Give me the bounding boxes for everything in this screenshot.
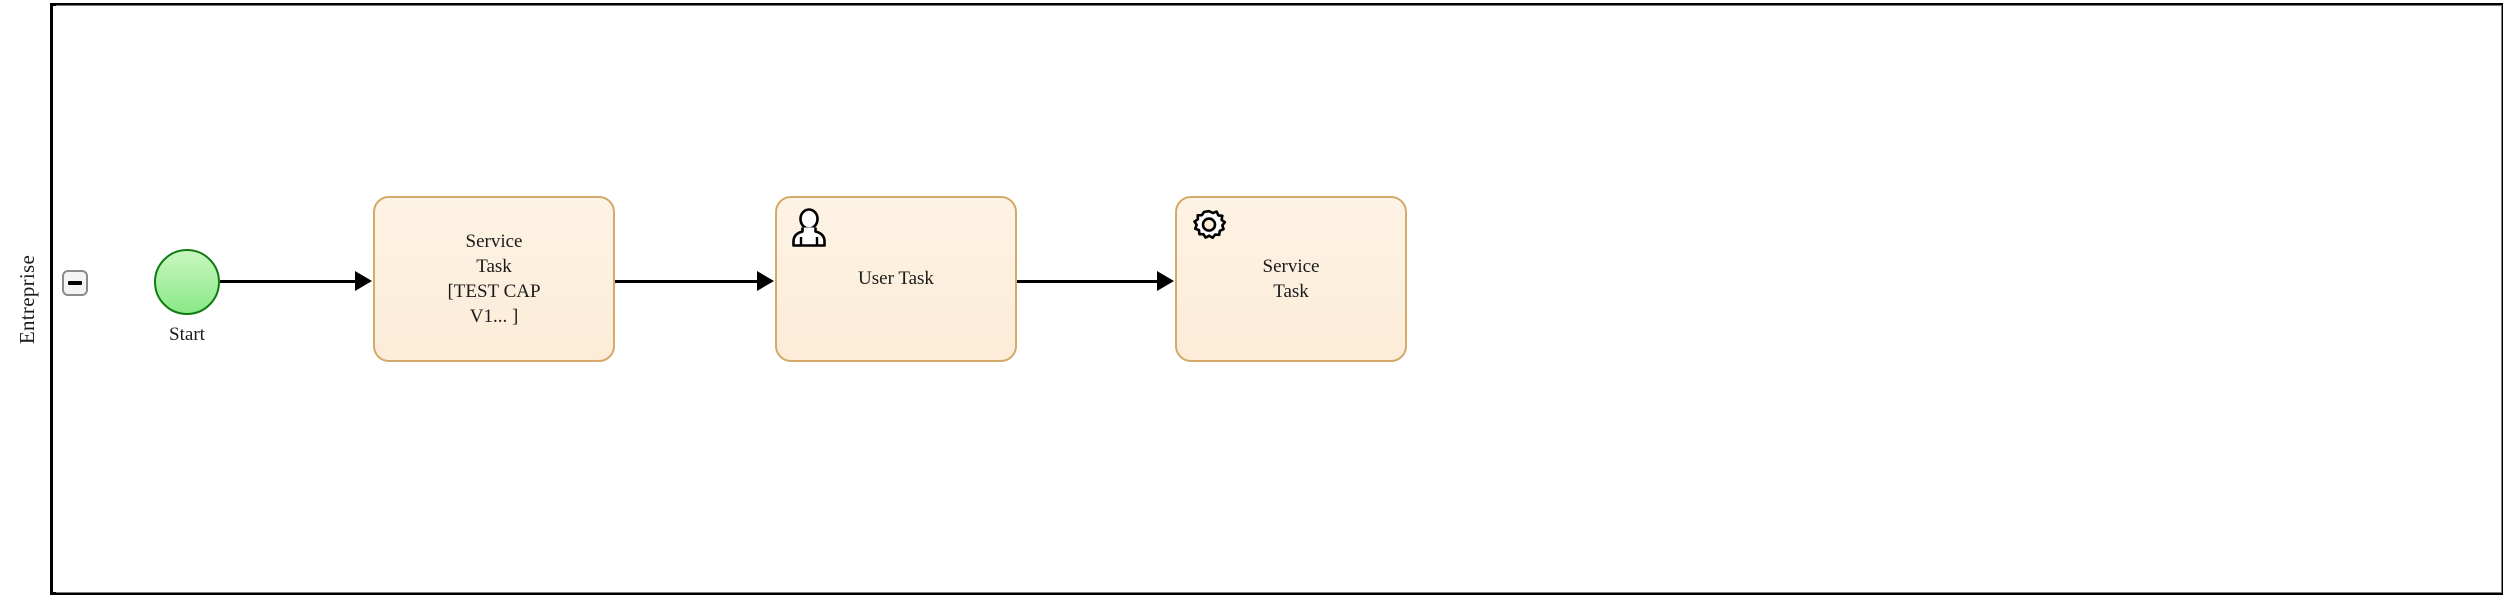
user-icon bbox=[789, 208, 829, 248]
lane-header-strip bbox=[3, 3, 53, 595]
minus-icon bbox=[68, 281, 82, 285]
task-service-task-1-label: Service Task [TEST CAP V1... ] bbox=[447, 230, 541, 328]
start-event[interactable] bbox=[154, 249, 220, 315]
arrow-head-icon bbox=[1157, 271, 1174, 291]
task-user-task[interactable]: User Task bbox=[775, 196, 1017, 362]
arrow-head-icon bbox=[355, 271, 372, 291]
task-service-task-2[interactable]: Service Task bbox=[1175, 196, 1407, 362]
lane-collapse-button[interactable] bbox=[62, 270, 88, 296]
start-event-label: Start bbox=[169, 324, 205, 345]
sequence-flow-service-1-to-user bbox=[615, 280, 757, 283]
task-user-task-label: User Task bbox=[858, 268, 934, 290]
task-service-task-1[interactable]: Service Task [TEST CAP V1... ] bbox=[373, 196, 615, 362]
lane-label-text: Entreprise bbox=[15, 254, 40, 344]
lane-label: Entreprise bbox=[3, 3, 53, 595]
arrow-head-icon bbox=[757, 271, 774, 291]
sequence-flow-start-to-service-1 bbox=[220, 280, 355, 283]
task-service-task-2-label: Service Task bbox=[1262, 255, 1320, 302]
gear-icon bbox=[1189, 208, 1229, 248]
sequence-flow-user-to-service-2 bbox=[1017, 280, 1157, 283]
